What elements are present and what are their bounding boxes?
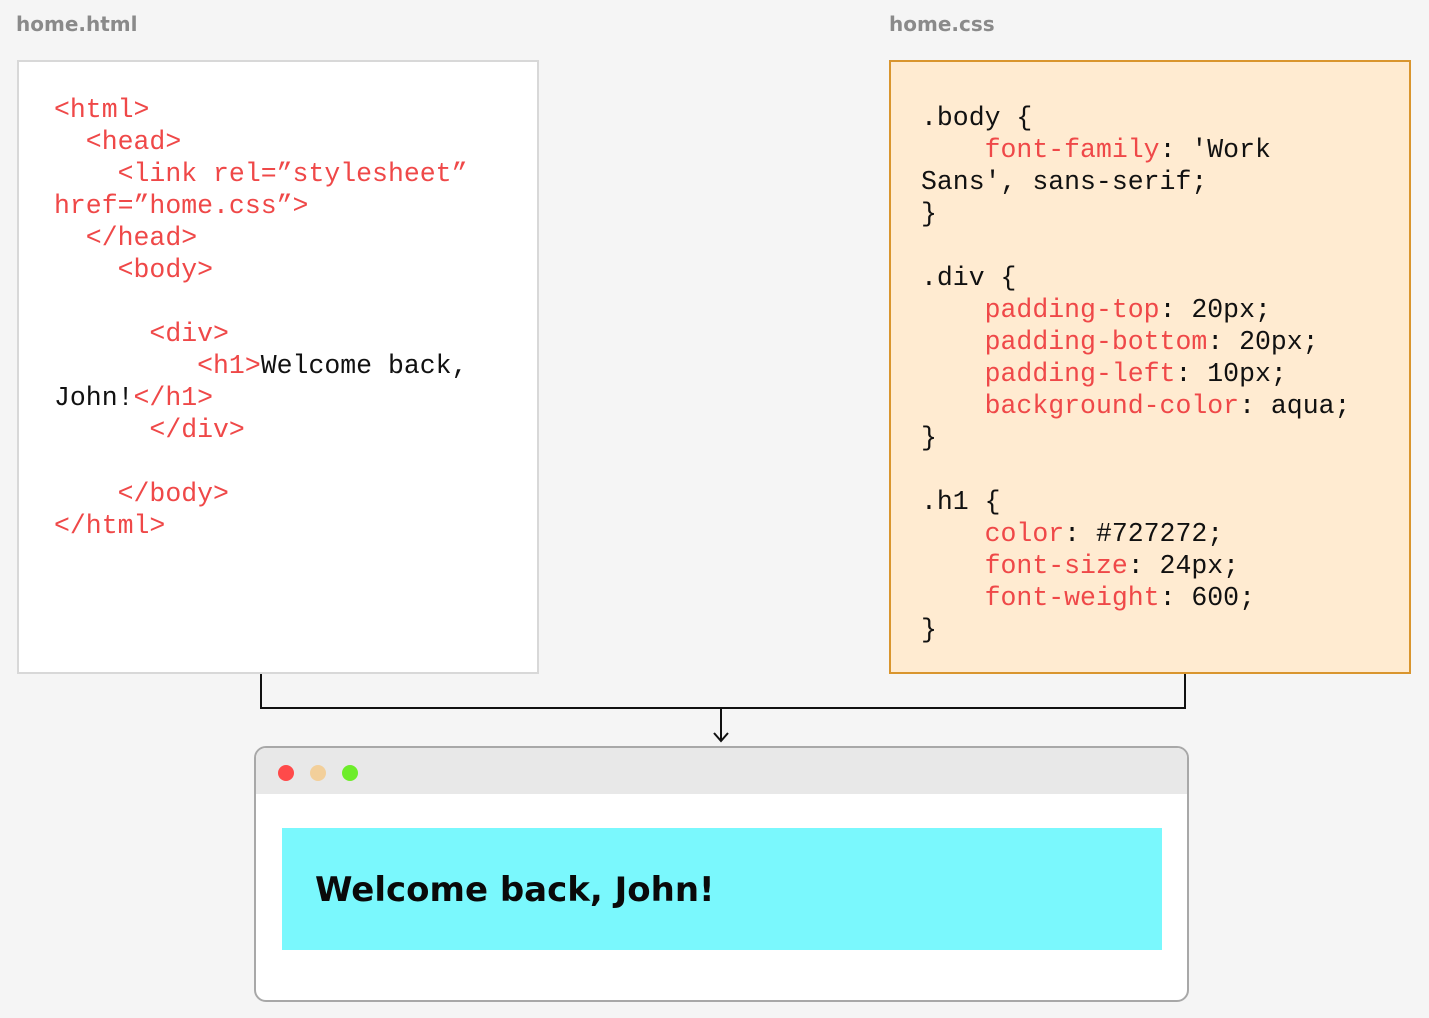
code-text-token: : #727272; — [1064, 519, 1224, 549]
css-code-line: padding-left: 10px; — [921, 358, 1409, 390]
html-code-line: href=”home.css”> — [54, 190, 537, 222]
code-text-token: } — [921, 615, 937, 645]
html-code-line: <html> — [54, 94, 537, 126]
html-code-line: <head> — [54, 126, 537, 158]
maximize-dot-icon[interactable] — [342, 765, 358, 781]
code-text-token: : 20px; — [1207, 327, 1319, 357]
code-property-token: padding-bottom — [984, 327, 1208, 357]
code-tag-token: </html> — [54, 511, 166, 541]
code-text-token: : aqua; — [1239, 391, 1351, 421]
preview-heading: Welcome back, John! — [315, 870, 715, 910]
code-property-token: font-size — [984, 551, 1128, 581]
code-text-token: } — [921, 199, 937, 229]
html-code-line: </body> — [54, 478, 537, 510]
code-property-token: background-color — [984, 391, 1240, 421]
preview-div: Welcome back, John! — [282, 828, 1162, 950]
code-text-token: .h1 { — [921, 487, 1001, 517]
code-property-token: font-family — [984, 135, 1160, 165]
code-tag-token: </div> — [54, 415, 245, 445]
code-tag-token: <link rel=”stylesheet” — [54, 159, 468, 189]
css-code-line: padding-top: 20px; — [921, 294, 1409, 326]
code-tag-token: <head> — [54, 127, 182, 157]
code-text-token: .div { — [921, 263, 1017, 293]
close-dot-icon[interactable] — [278, 765, 294, 781]
browser-preview-window: Welcome back, John! — [254, 746, 1189, 1002]
css-code-line: background-color: aqua; — [921, 390, 1409, 422]
css-code-line: font-weight: 600; — [921, 582, 1409, 614]
code-text-token: : 10px; — [1175, 359, 1287, 389]
html-code-line: <div> — [54, 318, 537, 350]
code-text-token: } — [921, 423, 937, 453]
css-code-line: font-size: 24px; — [921, 550, 1409, 582]
code-property-token: padding-left — [984, 359, 1176, 389]
css-code-line: .h1 { — [921, 486, 1409, 518]
code-tag-token: <html> — [54, 95, 150, 125]
html-code-line: </html> — [54, 510, 537, 542]
css-code-line: } — [921, 422, 1409, 454]
code-text-token: Sans', sans-serif; — [921, 167, 1208, 197]
code-text-token: : 600; — [1159, 583, 1255, 613]
css-code-line: .body { — [921, 102, 1409, 134]
code-tag-token: </h1> — [133, 383, 214, 413]
browser-title-bar — [256, 748, 1187, 794]
connector-lines — [260, 674, 1186, 709]
css-code-line: } — [921, 614, 1409, 646]
css-file-label: home.css — [889, 12, 995, 36]
code-property-token: color — [984, 519, 1065, 549]
code-text-token: Welcome back, — [260, 351, 468, 381]
code-tag-token: href=”home.css”> — [54, 191, 309, 221]
css-code-line: padding-bottom: 20px; — [921, 326, 1409, 358]
html-code-line: </div> — [54, 414, 537, 446]
code-tag-token: <body> — [54, 255, 214, 285]
code-text-token: .body { — [921, 103, 1033, 133]
code-property-token: font-weight — [984, 583, 1160, 613]
code-text-token: : 24px; — [1127, 551, 1240, 581]
html-code-line: <h1>Welcome back, — [54, 350, 537, 382]
code-text-token: : 'Work — [1159, 135, 1271, 165]
code-tag-token: </head> — [54, 223, 198, 253]
code-tag-token: <h1> — [54, 351, 261, 381]
html-code-line: </head> — [54, 222, 537, 254]
html-code-line: <link rel=”stylesheet” — [54, 158, 537, 190]
css-code-line: } — [921, 198, 1409, 230]
minimize-dot-icon[interactable] — [310, 765, 326, 781]
html-code-line: John!</h1> — [54, 382, 537, 414]
arrow-down-icon — [713, 732, 729, 743]
html-code-line: <body> — [54, 254, 537, 286]
html-code-block: <html> <head> <link rel=”stylesheet”href… — [54, 94, 537, 542]
code-text-token: John! — [54, 383, 134, 413]
css-code-line: Sans', sans-serif; — [921, 166, 1409, 198]
html-code-panel: <html> <head> <link rel=”stylesheet”href… — [17, 60, 539, 674]
code-text-token: : 20px; — [1159, 295, 1271, 325]
html-file-label: home.html — [16, 12, 138, 36]
code-tag-token: <div> — [54, 319, 229, 349]
code-property-token: padding-top — [984, 295, 1160, 325]
code-tag-token: </body> — [54, 479, 229, 509]
css-code-line: font-family: 'Work — [921, 134, 1409, 166]
css-code-line: color: #727272; — [921, 518, 1409, 550]
css-code-line: .div { — [921, 262, 1409, 294]
